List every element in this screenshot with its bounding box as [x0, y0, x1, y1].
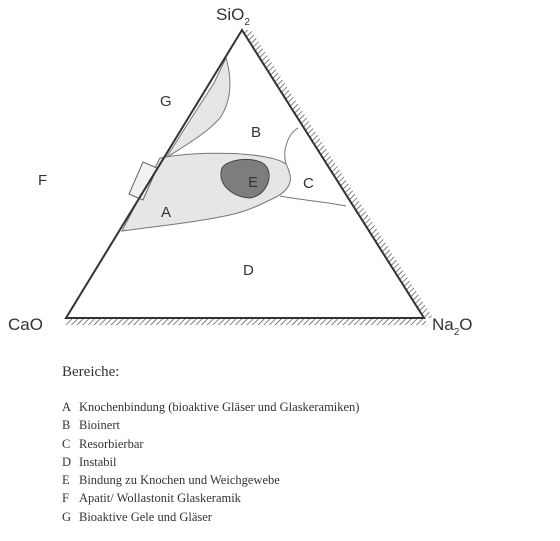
region-label-c: C: [303, 175, 314, 192]
legend-item-e: E Bindung zu Knochen und Weichgewebe: [62, 471, 542, 489]
vertex-label-sio2: SiO2: [216, 5, 250, 28]
region-f: [128, 161, 158, 201]
legend-item-c: C Resorbierbar: [62, 435, 542, 453]
legend-list: A Knochenbindung (bioaktive Gläser und Gl…: [62, 398, 542, 526]
hatch-band-right: [242, 30, 433, 318]
legend-key: C: [62, 436, 71, 451]
vertex-label-cao: CaO: [8, 315, 43, 334]
region-label-d: D: [243, 262, 254, 279]
legend-text: Bioaktive Gele und Gläser: [79, 509, 212, 524]
region-label-f: F: [38, 172, 47, 189]
legend-key: A: [62, 400, 72, 414]
region-label-b: B: [251, 124, 261, 141]
legend-key: G: [62, 509, 72, 524]
legend-item-b: B Bioinert: [62, 416, 542, 434]
ternary-diagram: SiO2 CaO Na2O G B F E C A D: [8, 5, 473, 338]
legend-text: Apatit/ Wollastonit Glaskeramik: [79, 491, 241, 506]
region-label-g: G: [160, 93, 172, 110]
legend-item-f: F Apatit/ Wollastonit Glaskeramik: [62, 489, 542, 507]
hatch-band-bottom: [66, 318, 428, 325]
region-label-e: E: [248, 174, 258, 191]
boundary-c-upper: [284, 127, 299, 165]
legend-text: Bindung zu Knochen und Weichgewebe: [79, 473, 280, 488]
legend-item-d: D Instabil: [62, 453, 542, 471]
legend-item-a: A Knochenbindung (bioaktive Gläser und Gl…: [62, 398, 542, 416]
region-e: [220, 159, 270, 199]
legend-key: B: [62, 418, 71, 433]
legend-text: Instabil: [79, 454, 117, 469]
legend-item-g: G Bioaktive Gele und Gläser: [62, 508, 542, 526]
region-label-a: A: [161, 204, 171, 221]
legend-text: Knochenbindung (bioaktive Gläser und Gla…: [79, 400, 360, 414]
legend-text: Resorbierbar: [79, 436, 144, 451]
legend-title: Bereiche:: [62, 364, 120, 380]
boundary-c-lower: [279, 195, 347, 207]
vertex-label-na2o: Na2O: [432, 315, 473, 338]
legend-key: E: [62, 473, 70, 488]
region-g: [165, 56, 231, 159]
legend-key: D: [62, 454, 72, 469]
legend: Bereiche: A Knochenbindung (bioaktive Glä…: [62, 364, 542, 526]
ternary-triangle: [64, 28, 426, 319]
legend-text: Bioinert: [79, 418, 120, 433]
legend-key: F: [62, 491, 69, 506]
